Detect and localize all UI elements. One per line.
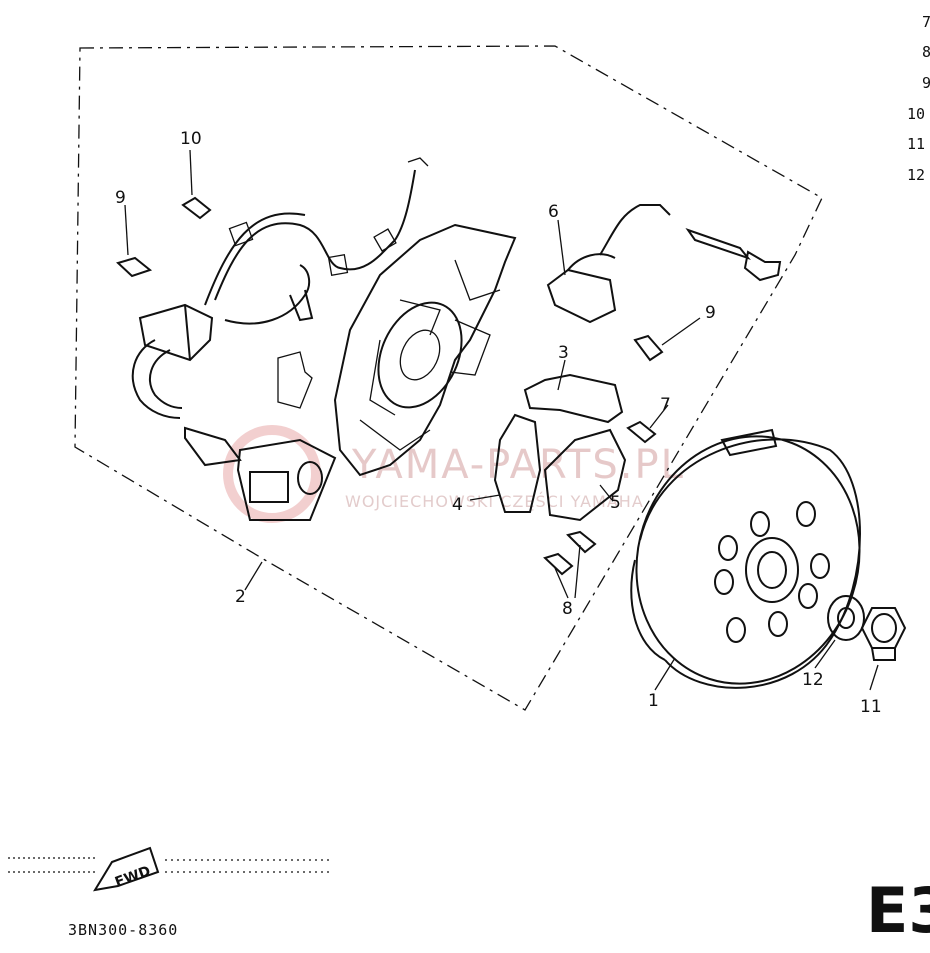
callout-3: 3 <box>558 343 569 363</box>
pickup-coil <box>131 303 313 419</box>
callout-11: 11 <box>860 697 882 717</box>
watermark-logo <box>223 425 321 523</box>
callout-6: 6 <box>548 202 559 222</box>
fwd-indicator: FWD <box>8 846 330 892</box>
watermark: YAMA-PARTS.PL WOJCIECHOWSKI CZĘŚCI YAMAH… <box>223 425 685 523</box>
side-index-item: 9 <box>922 74 930 92</box>
callout-2: 2 <box>235 587 246 607</box>
screws <box>116 196 664 576</box>
callout-4: 4 <box>452 495 463 515</box>
part-number: 3BN300-8360 <box>68 921 178 939</box>
callout-8: 8 <box>562 599 573 619</box>
leader-lines <box>124 149 879 691</box>
side-index-item: 8 <box>922 43 930 61</box>
callout-9-right: 9 <box>705 303 716 323</box>
callout-10: 10 <box>180 129 202 149</box>
callout-7: 7 <box>660 395 671 415</box>
side-index-item: 10 <box>907 105 925 123</box>
charging-coil <box>546 204 782 324</box>
wire-harness <box>204 157 429 325</box>
flywheel-rotor <box>630 428 861 689</box>
lighting-coils <box>493 373 627 522</box>
fwd-label: FWD <box>113 863 153 891</box>
washer <box>827 595 865 641</box>
callout-9-left: 9 <box>115 188 126 208</box>
callout-12: 12 <box>802 670 824 690</box>
fwd-arrow-icon <box>93 846 160 892</box>
assembly-boundary <box>74 45 823 711</box>
side-index-item: 11 <box>907 135 925 153</box>
left-connector <box>184 426 337 521</box>
watermark-line2: WOJCIECHOWSKI CZĘŚCI YAMAHA <box>345 492 644 511</box>
nut <box>860 607 907 661</box>
section-code: E3 <box>866 874 930 947</box>
callout-1: 1 <box>648 691 659 711</box>
callouts: 10 9 6 9 3 7 4 5 8 2 1 12 11 <box>115 129 882 717</box>
side-index-list: 7 8 9 10 11 12 <box>907 13 930 184</box>
stator-plate <box>333 223 517 477</box>
callout-5: 5 <box>610 493 621 513</box>
side-index-item: 12 <box>907 166 925 184</box>
watermark-line1: YAMA-PARTS.PL <box>351 442 685 488</box>
side-index-item: 7 <box>922 13 930 31</box>
